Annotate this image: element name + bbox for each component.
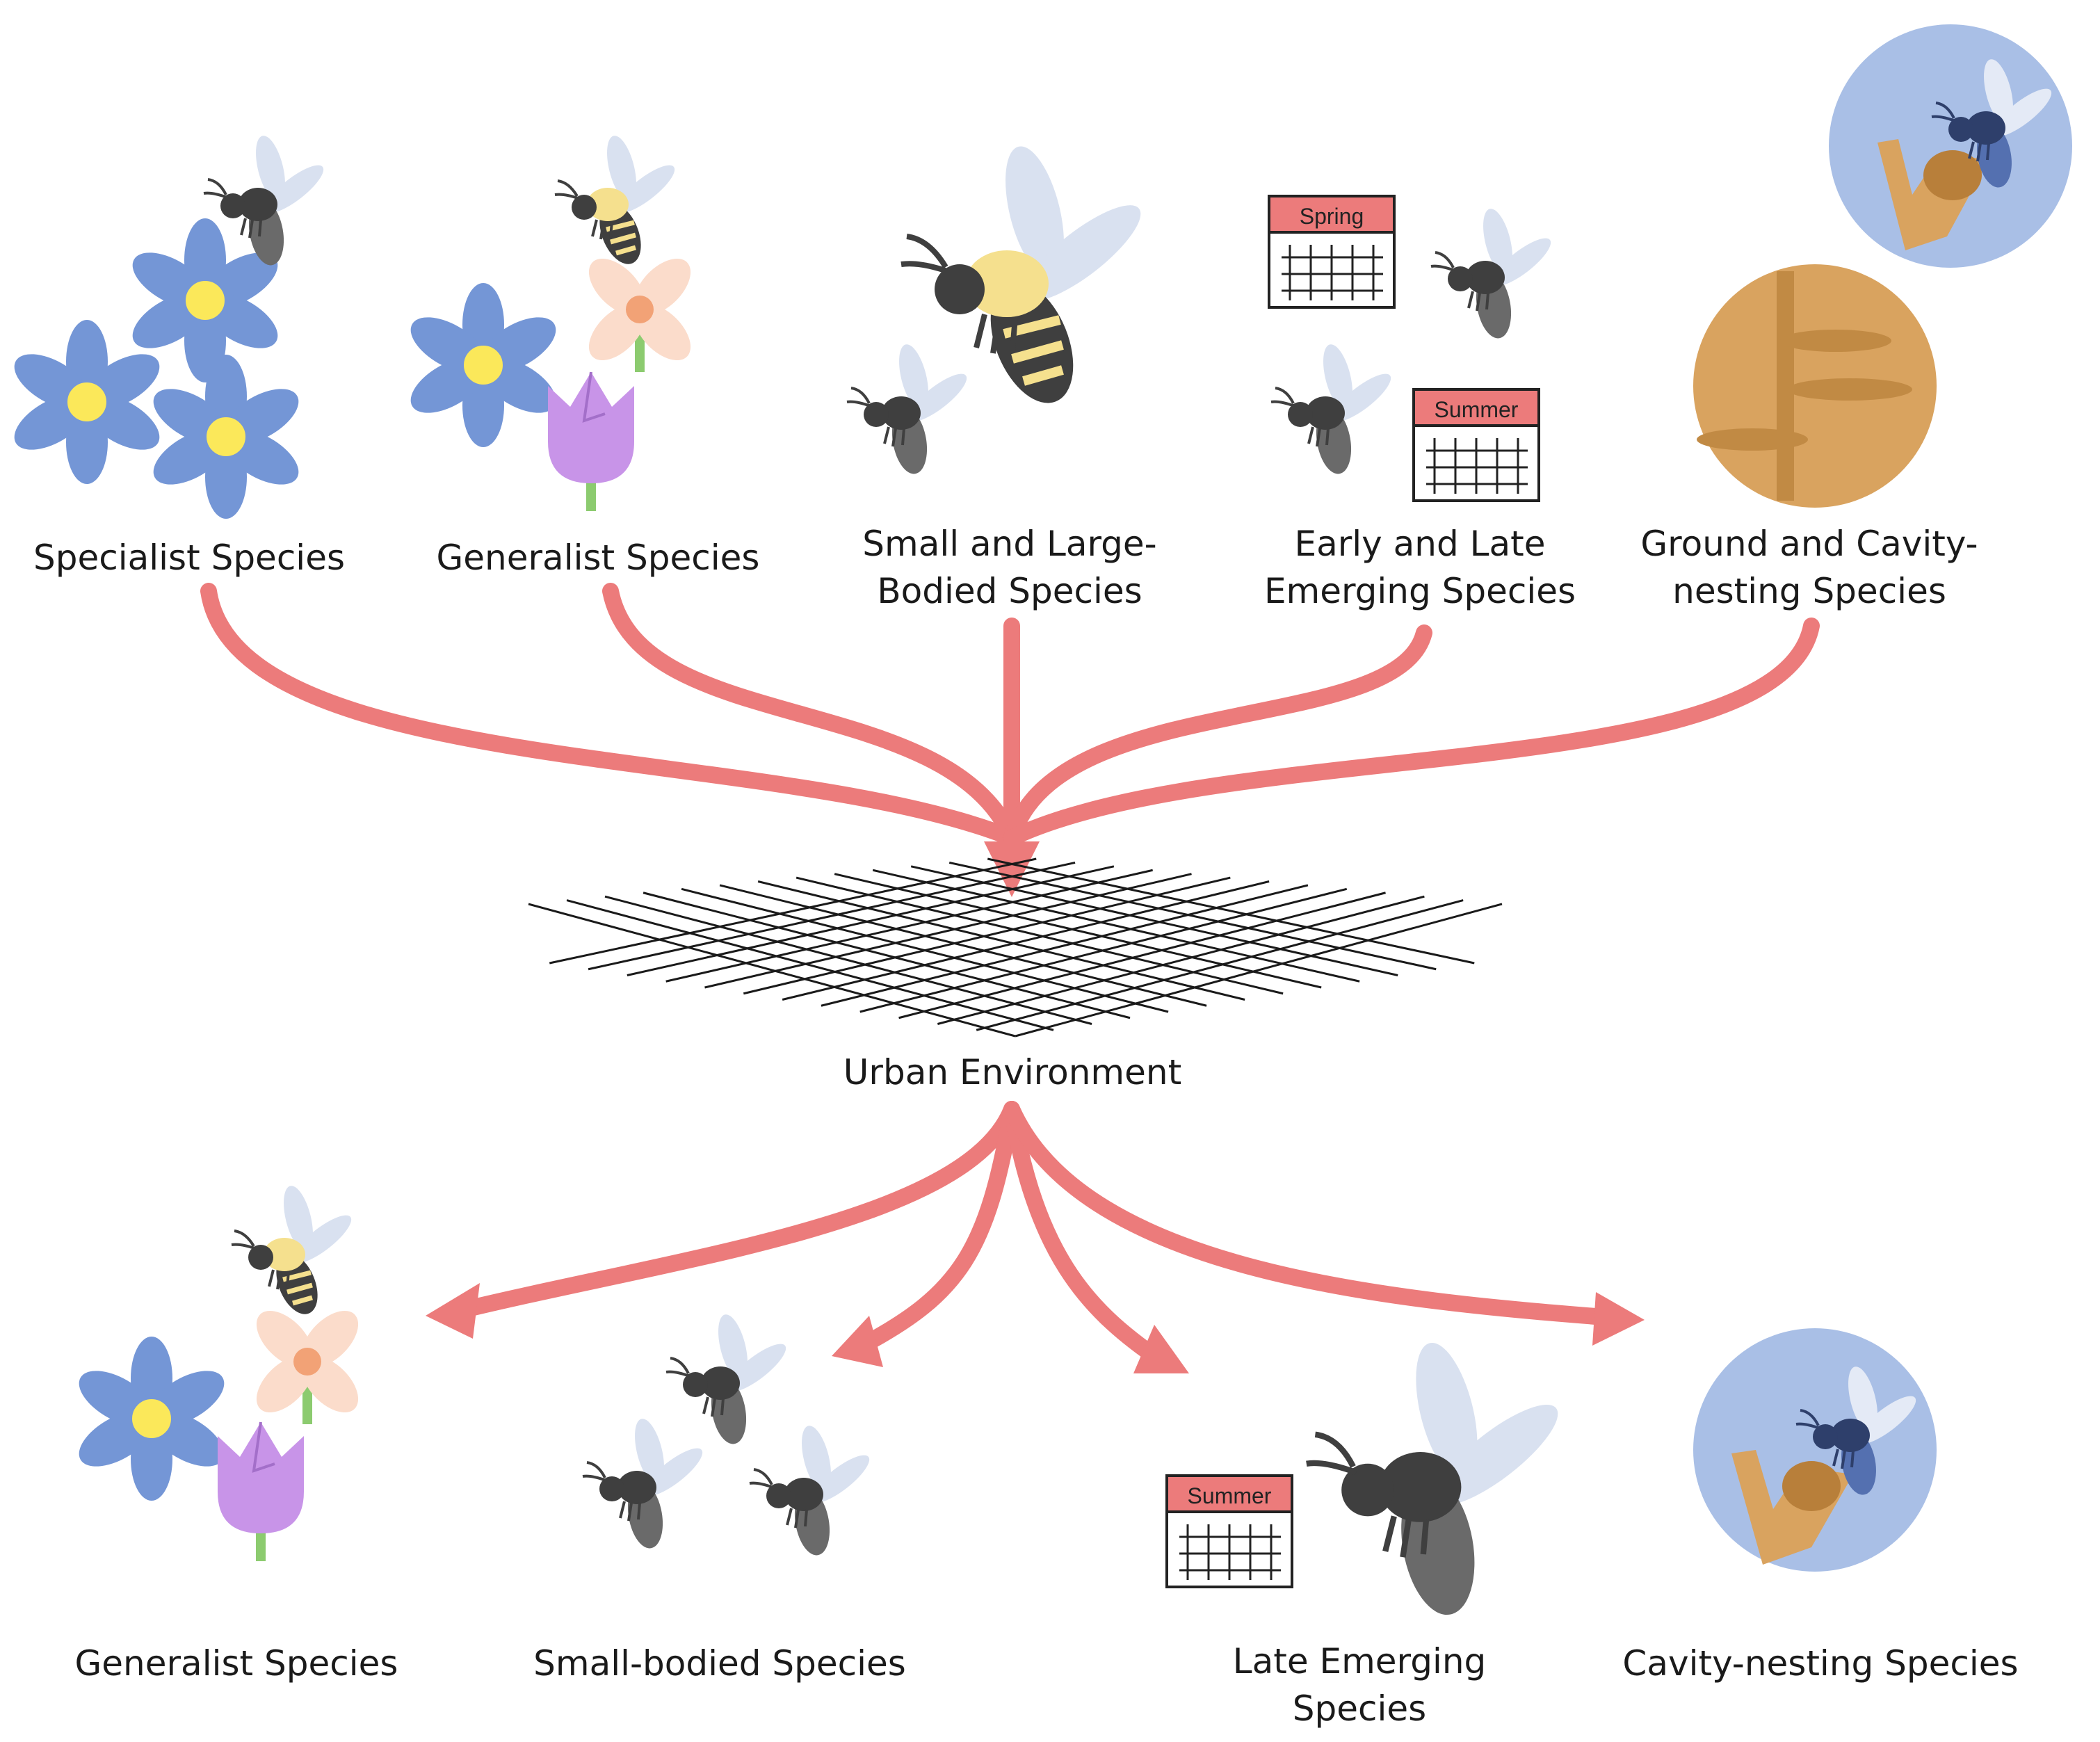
cavity-nesting-illustration bbox=[1693, 1328, 1937, 1572]
converging-arrows bbox=[200, 583, 1820, 846]
label-early-late-emerging: Early and Late Emerging Species bbox=[1263, 524, 1576, 611]
specialist-illustration bbox=[3, 131, 331, 520]
flower-icon bbox=[400, 282, 567, 449]
diverging-arrows bbox=[437, 1101, 1622, 1364]
bee-icon bbox=[1270, 340, 1398, 478]
late-emerging-illustration bbox=[1165, 1337, 1571, 1620]
bee-icon bbox=[555, 133, 681, 270]
generalist-illustration-top bbox=[400, 133, 701, 513]
ground-nest-icon bbox=[1693, 264, 1937, 508]
label-late-emerging-species: Late Emerging Species bbox=[1232, 1641, 1487, 1729]
calendar-label-summer-top: Summer bbox=[1435, 397, 1519, 422]
flower-icon bbox=[246, 1300, 369, 1424]
flower-icon bbox=[68, 1335, 235, 1502]
small-bodied-illustration bbox=[581, 1310, 877, 1560]
net-icon bbox=[528, 857, 1503, 1038]
bee-icon bbox=[232, 1183, 357, 1320]
label-cavity-nesting-species: Cavity-nesting Species bbox=[1622, 1643, 2019, 1684]
label-specialist-species: Specialist Species bbox=[33, 538, 346, 578]
tulip-icon bbox=[216, 1421, 305, 1563]
emergence-illustration-top bbox=[1268, 195, 1558, 502]
generalist-illustration-bottom bbox=[68, 1183, 369, 1563]
flower-icon bbox=[143, 353, 309, 520]
cavity-nest-icon bbox=[1829, 24, 2072, 268]
label-small-large-bodied: Small and Large- Bodied Species bbox=[862, 524, 1157, 611]
calendar-label-summer-bottom: Summer bbox=[1188, 1483, 1272, 1508]
arrow-heads-bottom bbox=[426, 1283, 1645, 1373]
label-generalist-species-top: Generalist Species bbox=[436, 538, 760, 578]
bee-icon bbox=[1307, 1337, 1571, 1620]
label-urban-environment: Urban Environment bbox=[843, 1052, 1182, 1092]
calendar-labels: Spring Summer Summer bbox=[1188, 204, 1519, 1508]
nesting-illustration bbox=[1693, 24, 2072, 508]
flower-icon bbox=[579, 248, 701, 372]
bee-icon bbox=[1430, 204, 1558, 343]
bee-icon bbox=[748, 1421, 877, 1560]
body-size-illustration bbox=[846, 140, 1153, 478]
label-generalist-species-bottom: Generalist Species bbox=[74, 1643, 398, 1684]
label-small-bodied-species: Small-bodied Species bbox=[533, 1643, 906, 1684]
tulip-icon bbox=[547, 371, 636, 513]
calendar-label-spring: Spring bbox=[1300, 204, 1364, 229]
bee-icon bbox=[581, 1414, 710, 1553]
arrow-head-center bbox=[984, 841, 1040, 897]
bee-icon bbox=[846, 340, 974, 478]
bee-icon bbox=[901, 140, 1153, 415]
bee-icon bbox=[665, 1310, 793, 1449]
label-ground-cavity-nesting: Ground and Cavity- nesting Species bbox=[1640, 524, 1978, 611]
